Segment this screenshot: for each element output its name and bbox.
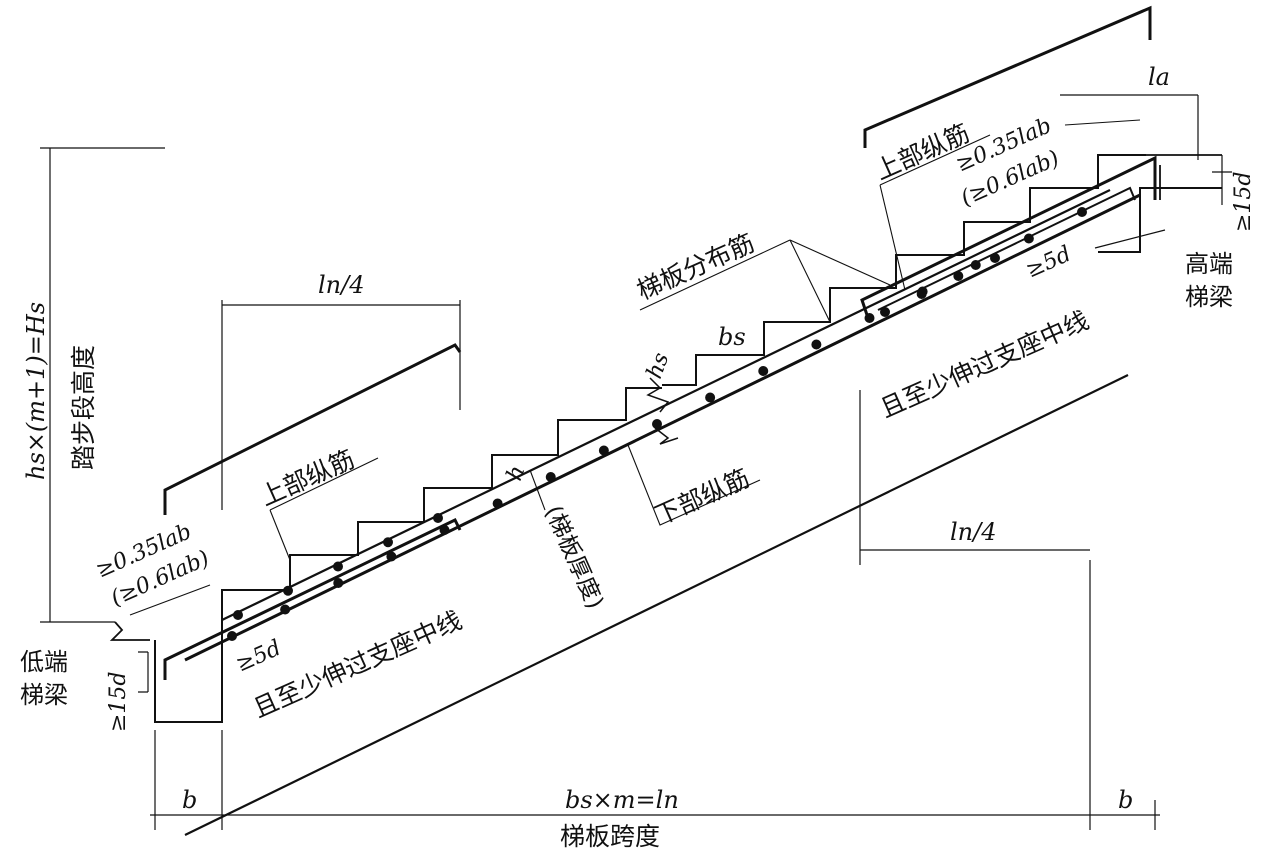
- b-right-label: b: [1118, 786, 1133, 814]
- rebar-dot: [1077, 207, 1087, 217]
- high-end-beam: [1098, 187, 1222, 253]
- rebar-dot: [280, 604, 291, 615]
- ln4-upper: ln/4: [318, 271, 365, 299]
- ln4-lower: ln/4: [950, 518, 997, 546]
- rebar-dot: [283, 585, 293, 596]
- high-beam-label-2: 梯梁: [1185, 283, 1233, 311]
- rebar-dot: [439, 525, 450, 535]
- rebar-dot: [880, 307, 890, 317]
- break-symbol-slab: [654, 427, 679, 445]
- dimension-lines: [40, 94, 1232, 830]
- five-d-lower: ≥5d: [232, 636, 285, 678]
- break-symbol-steps: [646, 377, 670, 413]
- rebar-dot: [916, 289, 927, 299]
- leader-lines: [129, 119, 1141, 616]
- rebar-dot: [433, 513, 443, 523]
- rebar-dot: [545, 472, 556, 482]
- bs-label: bs: [718, 323, 746, 351]
- bottom-bar-label: 下部纵筋: [651, 463, 754, 530]
- rebar-dot: [1023, 233, 1034, 244]
- rebar-dot: [227, 631, 237, 641]
- lower-bottom-bar: [184, 193, 1141, 662]
- thickness-label: (梯板厚度): [540, 502, 608, 613]
- lower-anchor-bar: [163, 343, 462, 515]
- hs-label: hs: [642, 350, 674, 382]
- rebar-dots: [227, 207, 1087, 641]
- low-beam-label-1: 低端: [20, 648, 68, 676]
- stair-height-label: 踏步段高度: [69, 345, 98, 470]
- h-label: h: [502, 462, 530, 484]
- rebar-dot: [990, 253, 1000, 263]
- fifteen-d-upper: ≥15d: [1231, 171, 1256, 232]
- rebar-dot: [970, 260, 981, 270]
- rebar-dot: [492, 498, 503, 509]
- span-label: 梯板跨度: [560, 822, 660, 851]
- low-end-beam: [154, 625, 223, 723]
- upper-top-bar: [860, 155, 1157, 319]
- upper-anchor-bar: [863, 5, 1152, 148]
- rebar-dot: [652, 419, 662, 429]
- slab-bottom-edge: [184, 374, 1129, 836]
- rebar-dot: [386, 551, 397, 562]
- b-left-label: b: [182, 786, 197, 814]
- lower-top-bar-label: 上部纵筋: [256, 444, 359, 511]
- support-note-upper: 且至少伸过支座中线: [876, 305, 1093, 423]
- lower-top-bar: [163, 518, 462, 680]
- height-formula: hs×(m+1)=Hs: [22, 302, 50, 480]
- distribution-bar-label: 梯板分布筋: [633, 228, 759, 305]
- rebar-dot: [383, 537, 393, 548]
- la-label: la: [1148, 63, 1170, 91]
- rebar-dot: [864, 313, 875, 323]
- rebar-dot: [811, 339, 822, 350]
- high-end-beam-cap: [1146, 154, 1222, 200]
- span-formula: bs×m=ln: [565, 786, 679, 814]
- low-beam-label-2: 梯梁: [20, 681, 68, 709]
- stair-step-profile: [221, 154, 1146, 625]
- rebar-dot: [758, 366, 769, 376]
- rebar-dot: [953, 271, 964, 281]
- rebar-dot: [333, 578, 344, 588]
- rebar-dot: [598, 445, 609, 456]
- rebar-dot: [705, 392, 716, 403]
- rebar-dot: [333, 561, 343, 572]
- upper-inner-bar: [877, 186, 1136, 311]
- high-beam-label-1: 高端: [1185, 250, 1233, 278]
- rebar-dot: [233, 610, 243, 620]
- fifteen-d-lower: ≥15d: [106, 671, 131, 732]
- low-end-beam-top: [109, 621, 150, 641]
- support-note-lower: 且至少伸过支座中线: [249, 605, 466, 723]
